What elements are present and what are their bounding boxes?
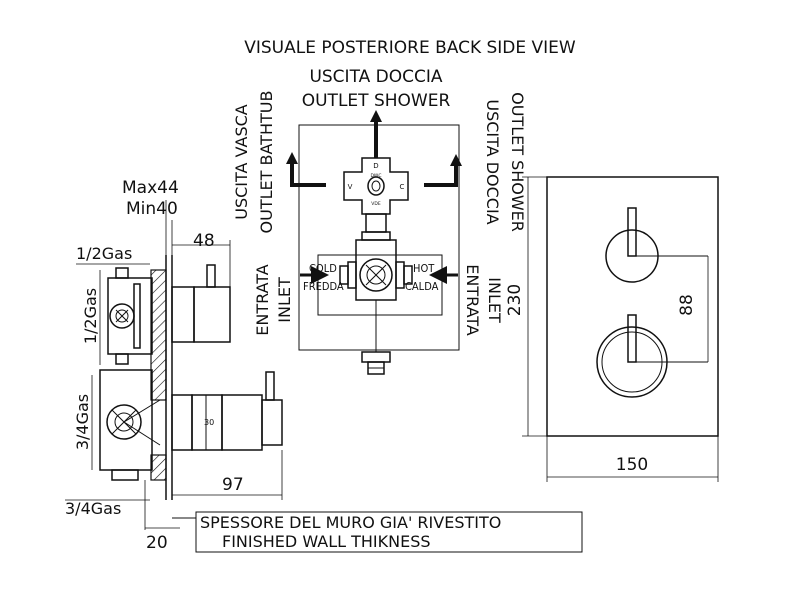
cold-label-it: FREDDA	[303, 280, 344, 293]
diverter-center	[367, 176, 385, 196]
dim-20: 20	[146, 533, 168, 553]
right-outlet-label-it: USCITA DOCCIA	[483, 99, 502, 224]
dim-min: Min40	[126, 199, 178, 219]
lower-handle	[221, 394, 263, 451]
shower-outlet-label-it: USCITA DOCCIA	[309, 67, 442, 87]
diverter-mark-small-top: DWC	[370, 173, 381, 179]
dim-230: 230	[505, 284, 525, 316]
diverter-mark-left: V	[348, 183, 353, 191]
front-view: 88 230 150	[505, 176, 719, 482]
shower-outlet-arrowhead	[370, 110, 382, 122]
wall-hatch-lower	[150, 454, 167, 481]
gas-bottom-2: 3/4Gas	[65, 499, 121, 518]
dim-150: 150	[616, 455, 648, 475]
left-inlet-label-en: INLET	[275, 277, 294, 323]
bottom-fitting	[361, 351, 391, 363]
wall-note: SPESSORE DEL MURO GIA' RIVESTITO FINISHE…	[172, 511, 583, 553]
wall-note-box	[195, 511, 583, 553]
right-outlet-arrowhead	[450, 154, 462, 166]
back-plate-outline	[298, 124, 460, 351]
upper-body	[107, 277, 153, 355]
temperature-mark: 30	[204, 418, 214, 427]
bathtub-outlet-arrowhead	[286, 152, 298, 164]
lower-port	[106, 404, 142, 440]
right-inlet-label-it: ENTRATA	[463, 264, 482, 336]
wall-note-it: SPESSORE DEL MURO GIA' RIVESTITO	[200, 513, 501, 532]
left-inlet-label-it: ENTRATA	[253, 264, 272, 336]
cold-label-en: COLD	[309, 262, 337, 275]
wall-note-en: FINISHED WALL THIKNESS	[222, 532, 431, 551]
gas-bottom-1: 3/4Gas	[73, 394, 92, 450]
back-inner-box	[317, 254, 443, 316]
upper-handle	[193, 286, 231, 343]
diverter-mark-right: C	[400, 183, 405, 191]
bathtub-outlet-label-it: USCITA VASCA	[232, 104, 251, 220]
dim-97: 97	[222, 475, 244, 495]
lower-handle-base	[171, 394, 193, 451]
gas-top-1: 1/2Gas	[76, 244, 132, 263]
upper-handle-base	[171, 286, 195, 343]
back-view: D DWC V C VDE COLD FREDDA HOT CALDA	[286, 110, 462, 375]
right-outlet-label-en: OUTLET SHOWER	[508, 92, 527, 232]
diverter-cross	[343, 157, 409, 215]
front-plate	[546, 176, 719, 437]
diverter-mark-top: D	[373, 162, 378, 170]
dim-88: 88	[677, 294, 697, 316]
dim-48: 48	[193, 231, 215, 251]
side-view: 30 Max44 Min40 48 1/2Gas 1/2Gas 3/4Gas 3…	[65, 178, 283, 553]
wall-hatch-upper	[150, 269, 167, 401]
hot-label-en: HOT	[413, 262, 435, 275]
hot-label-it: CALDA	[405, 280, 439, 293]
gas-top-2: 1/2Gas	[81, 288, 100, 344]
diverter-mark-small-bottom: VDE	[371, 201, 381, 207]
right-inlet-label-en: INLET	[485, 277, 504, 323]
view-title: VISUALE POSTERIORE BACK SIDE VIEW	[244, 38, 576, 58]
mixer-cartridge	[359, 258, 393, 292]
bathtub-outlet-label-en: OUTLET BATHTUB	[257, 91, 276, 234]
shower-outlet-label-en: OUTLET SHOWER	[302, 91, 451, 111]
diverter-stem	[365, 213, 387, 233]
dim-max: Max44	[122, 178, 179, 198]
right-outlet-arrow	[424, 162, 458, 187]
bathtub-outlet-arrow	[290, 160, 326, 187]
